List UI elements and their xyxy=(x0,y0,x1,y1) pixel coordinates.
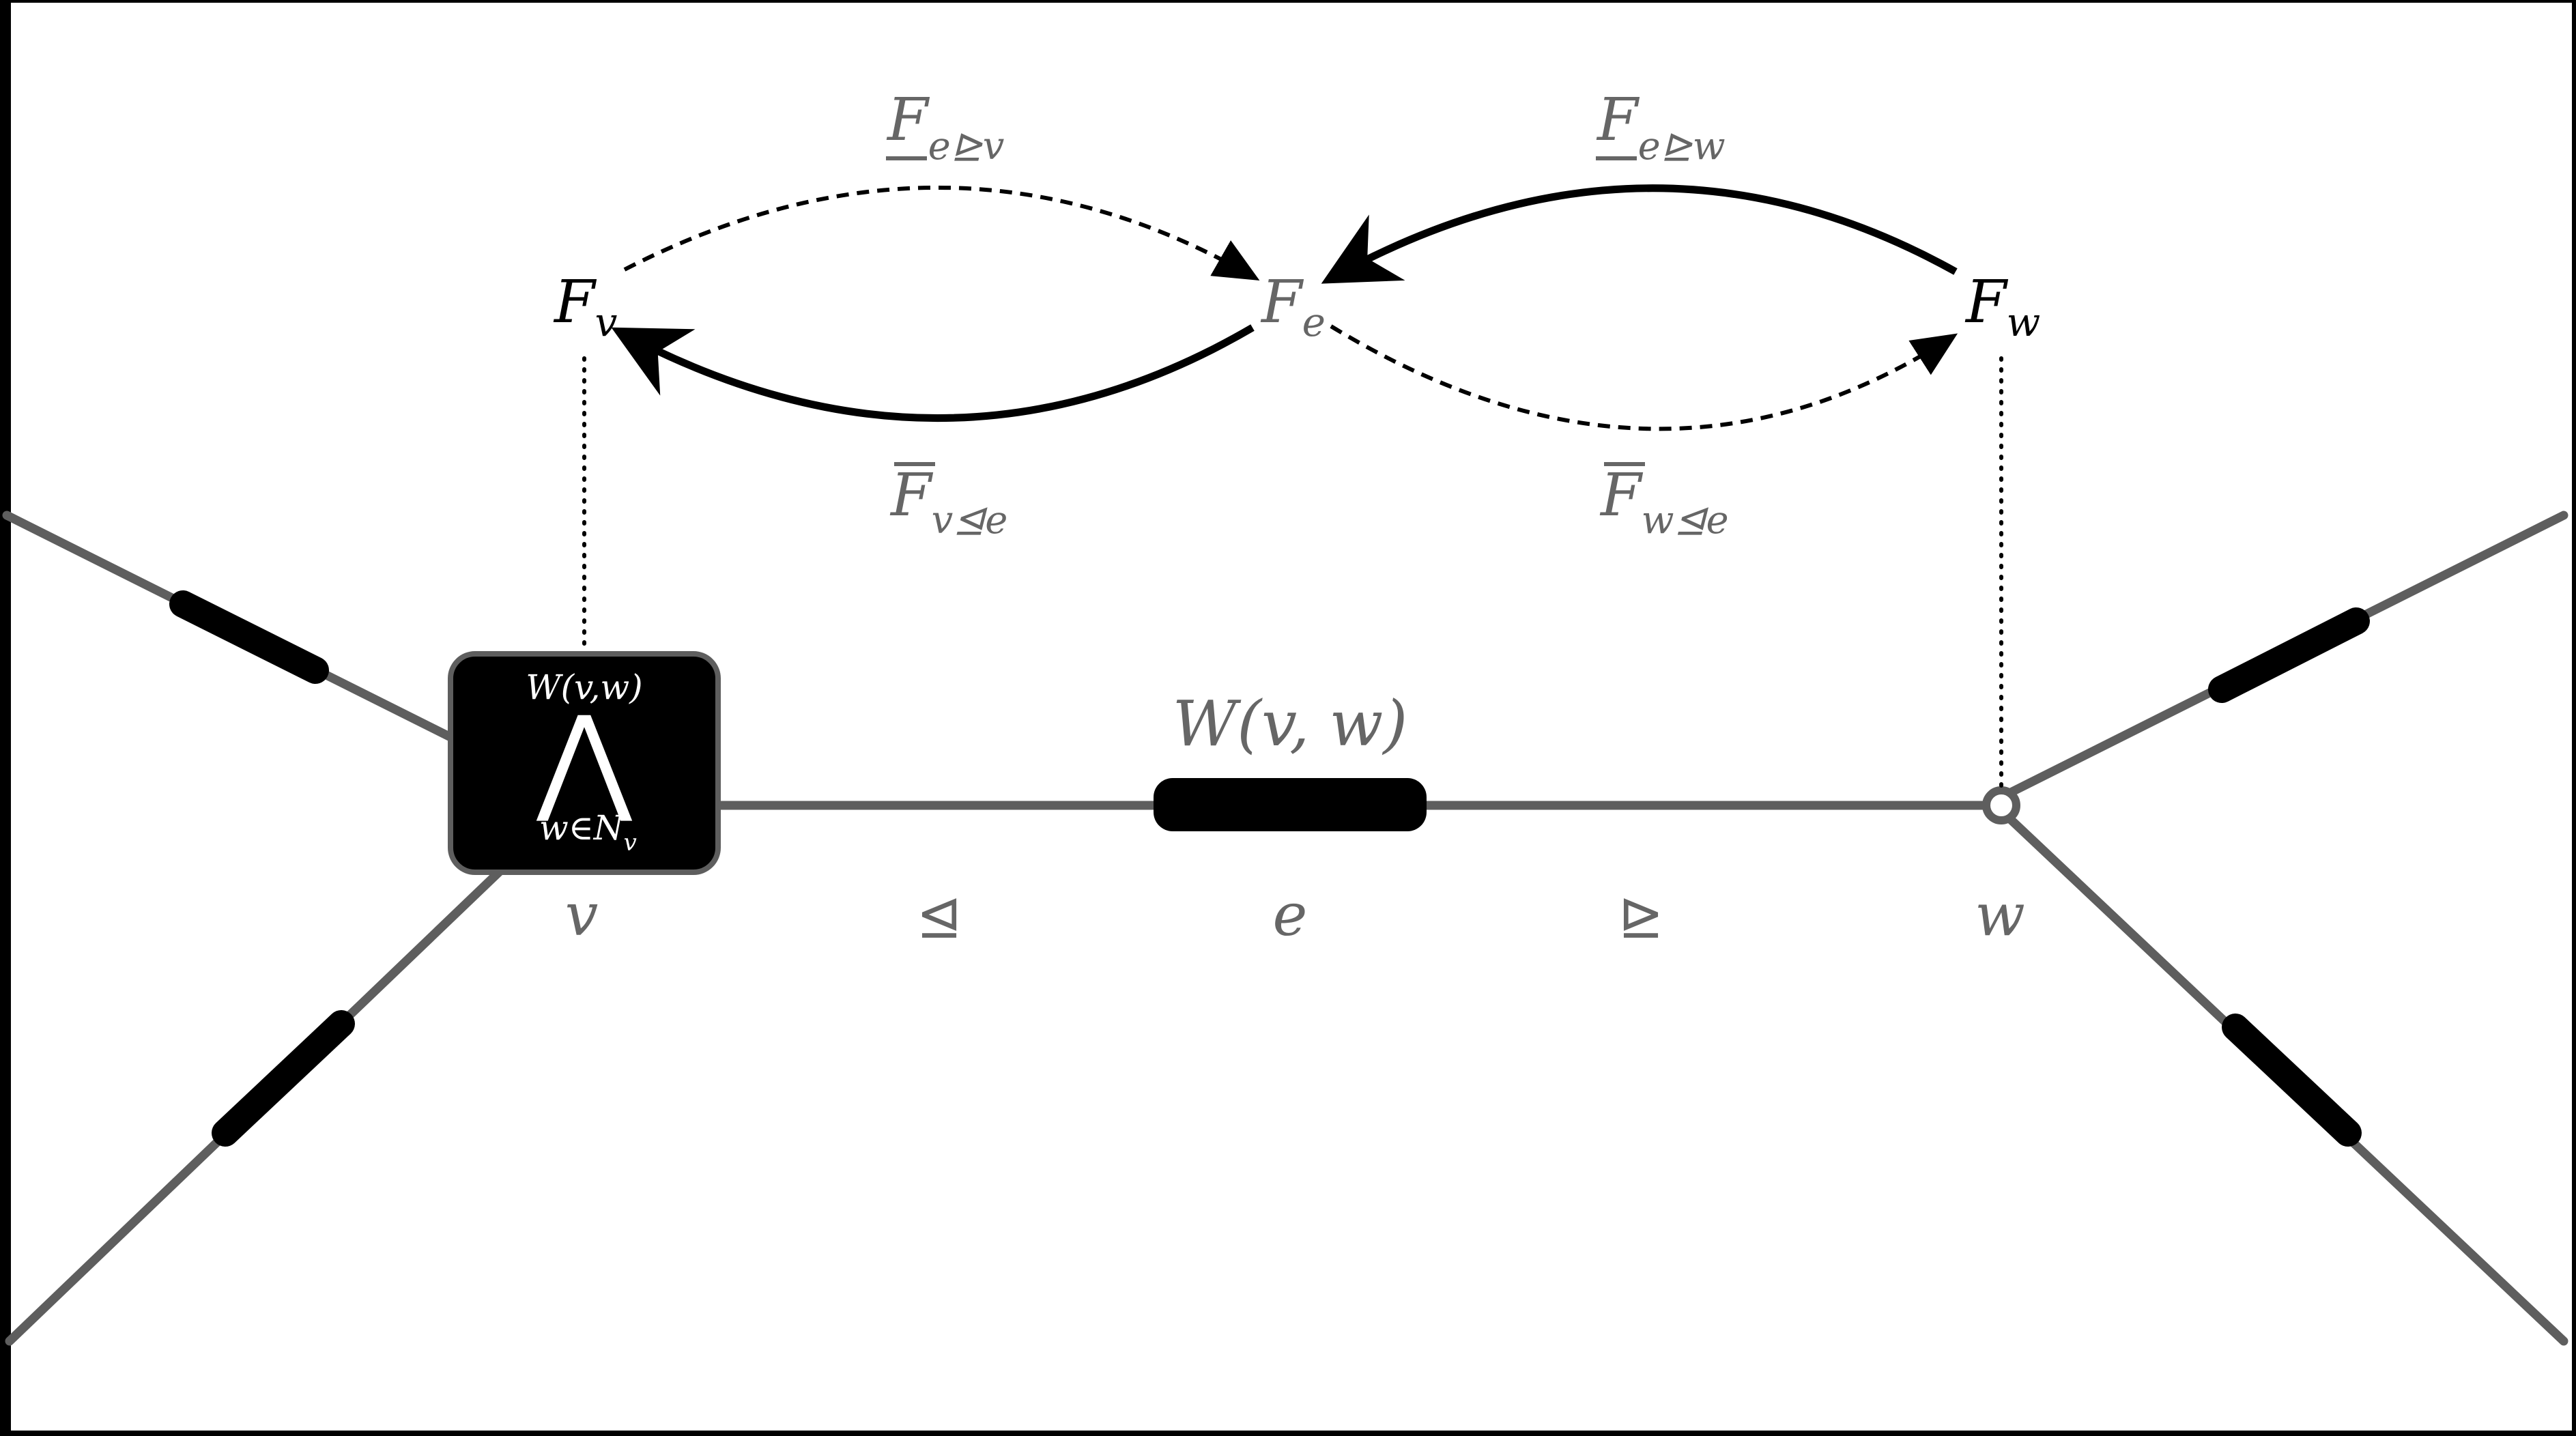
label-right-relation: ⊵ xyxy=(1618,885,1663,948)
edge-factors xyxy=(169,590,2370,1147)
svg-text:Fw⊴e: Fw⊴e xyxy=(1599,461,1729,543)
label-overline-w-e: Fw⊴e xyxy=(1599,461,1729,543)
bottom-labels: v ⊴ e ⊵ w xyxy=(565,881,2025,949)
vertex-v-top-label: W(v,w) xyxy=(526,667,642,707)
svg-text:Fv⊴e: Fv⊴e xyxy=(889,461,1007,543)
svg-text:Fe⊵v: Fe⊵v xyxy=(886,86,1005,169)
vertex-v-bottom-label: w∈Nv xyxy=(539,808,637,857)
arrow-fv-to-fe-dashed xyxy=(623,186,1260,281)
node-fv: Fv xyxy=(553,268,618,345)
factor-left-lower xyxy=(212,1010,355,1147)
arrow-fe-to-fv-solid xyxy=(611,324,1255,422)
node-fw: Fw xyxy=(1964,268,2040,345)
label-e: e xyxy=(1273,881,1308,949)
diagram-background xyxy=(11,3,2572,1431)
vertex-v-box xyxy=(448,651,721,875)
label-overline-v-e: Fv⊴e xyxy=(889,461,1007,543)
edge-weight-label: W(v, w) xyxy=(1173,687,1408,760)
vertex-v-operator: ⋀ xyxy=(536,691,632,827)
vertex-v: W(v,w) ⋀ w∈Nv xyxy=(448,651,721,875)
factor-left-upper xyxy=(169,590,329,684)
factor-right-upper xyxy=(2208,607,2370,703)
arrow-fe-to-fw-dashed xyxy=(1330,324,1958,431)
label-w: w xyxy=(1975,881,2025,949)
svg-text:Fe⊵w: Fe⊵w xyxy=(1596,86,1726,169)
vertical-connectors xyxy=(582,356,2003,790)
vertex-w xyxy=(1982,786,2020,824)
node-fe: Fe xyxy=(1260,268,1326,345)
edge-weight-factor xyxy=(1154,778,1427,831)
arrow-fw-to-fe-solid xyxy=(1321,184,1958,284)
factor-right-lower xyxy=(2222,1014,2362,1147)
label-underline-e-v: Fe⊵v xyxy=(886,86,1005,169)
label-left-relation: ⊴ xyxy=(916,885,962,948)
label-v: v xyxy=(565,881,599,949)
label-underline-e-w: Fe⊵w xyxy=(1596,86,1726,169)
